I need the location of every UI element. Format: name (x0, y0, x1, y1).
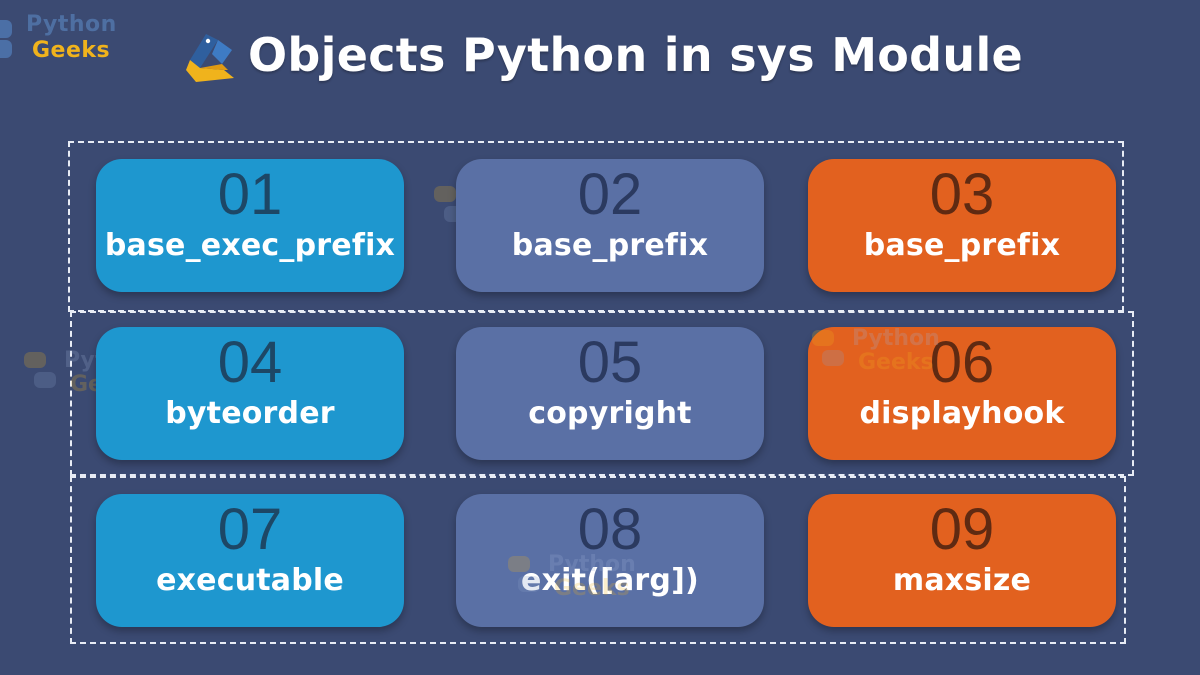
card-label: copyright (528, 396, 692, 431)
card-label: exit([arg]) (521, 563, 699, 598)
card-03: 03 base_prefix (808, 159, 1116, 292)
brand-word-geeks: Geeks (32, 38, 111, 63)
card-label: base_prefix (863, 228, 1061, 263)
card-06: 06 displayhook (808, 327, 1116, 460)
card-number: 08 (577, 497, 643, 562)
card-label: byteorder (165, 396, 335, 431)
card-number: 02 (577, 162, 643, 227)
card-number: 01 (217, 162, 283, 227)
row-frame-2 (70, 311, 1134, 476)
card-09: 09 maxsize (808, 494, 1116, 627)
card-label: base_exec_prefix (104, 228, 396, 263)
brand-logo: Python Geeks (0, 6, 130, 66)
card-05: 05 copyright (456, 327, 764, 460)
page-title: Objects Python in sys Module (248, 28, 1024, 82)
python-logo-icon (0, 20, 18, 60)
card-01: 01 base_exec_prefix (96, 159, 404, 292)
card-label: executable (156, 563, 344, 598)
card-number: 09 (929, 497, 995, 562)
card-number: 04 (217, 330, 283, 395)
pythongeeks-logo-icon (186, 34, 234, 82)
brand-word-python: Python (26, 12, 117, 37)
card-08: 08 exit([arg]) (456, 494, 764, 627)
row-frame-3 (70, 476, 1126, 644)
card-label: displayhook (859, 396, 1065, 431)
card-label: base_prefix (511, 228, 709, 263)
card-label: maxsize (892, 563, 1032, 598)
card-number: 05 (577, 330, 643, 395)
card-number: 06 (929, 330, 995, 395)
card-02: 02 base_prefix (456, 159, 764, 292)
card-number: 03 (929, 162, 995, 227)
card-04: 04 byteorder (96, 327, 404, 460)
card-number: 07 (217, 497, 283, 562)
card-07: 07 executable (96, 494, 404, 627)
